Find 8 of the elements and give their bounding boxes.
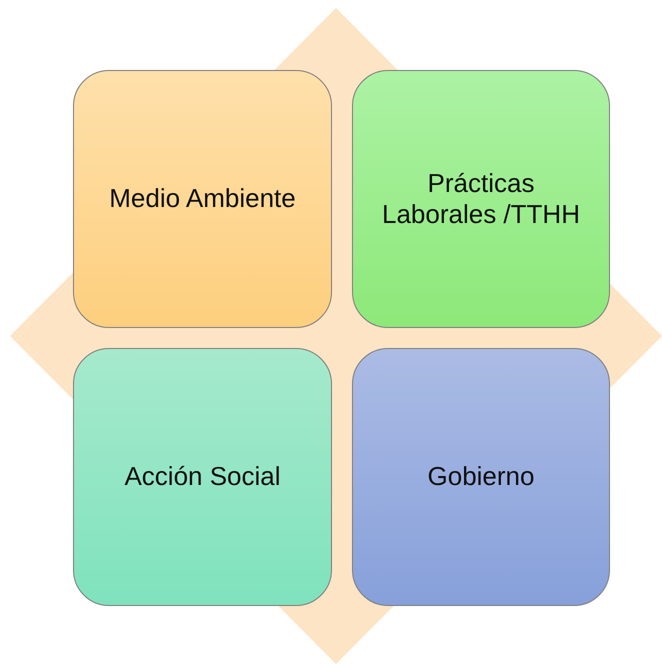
quadrant-label: Gobierno [426, 461, 536, 493]
quadrant-label: Prácticas Laborales /TTHH [381, 168, 581, 230]
quadrant-label: Medio Ambiente [108, 183, 297, 215]
quadrant-label: Acción Social [123, 461, 282, 493]
quadrant-box [73, 70, 332, 328]
quadrant-box [352, 348, 610, 606]
quadrant-box [73, 348, 332, 606]
quadrant-box [352, 70, 610, 328]
